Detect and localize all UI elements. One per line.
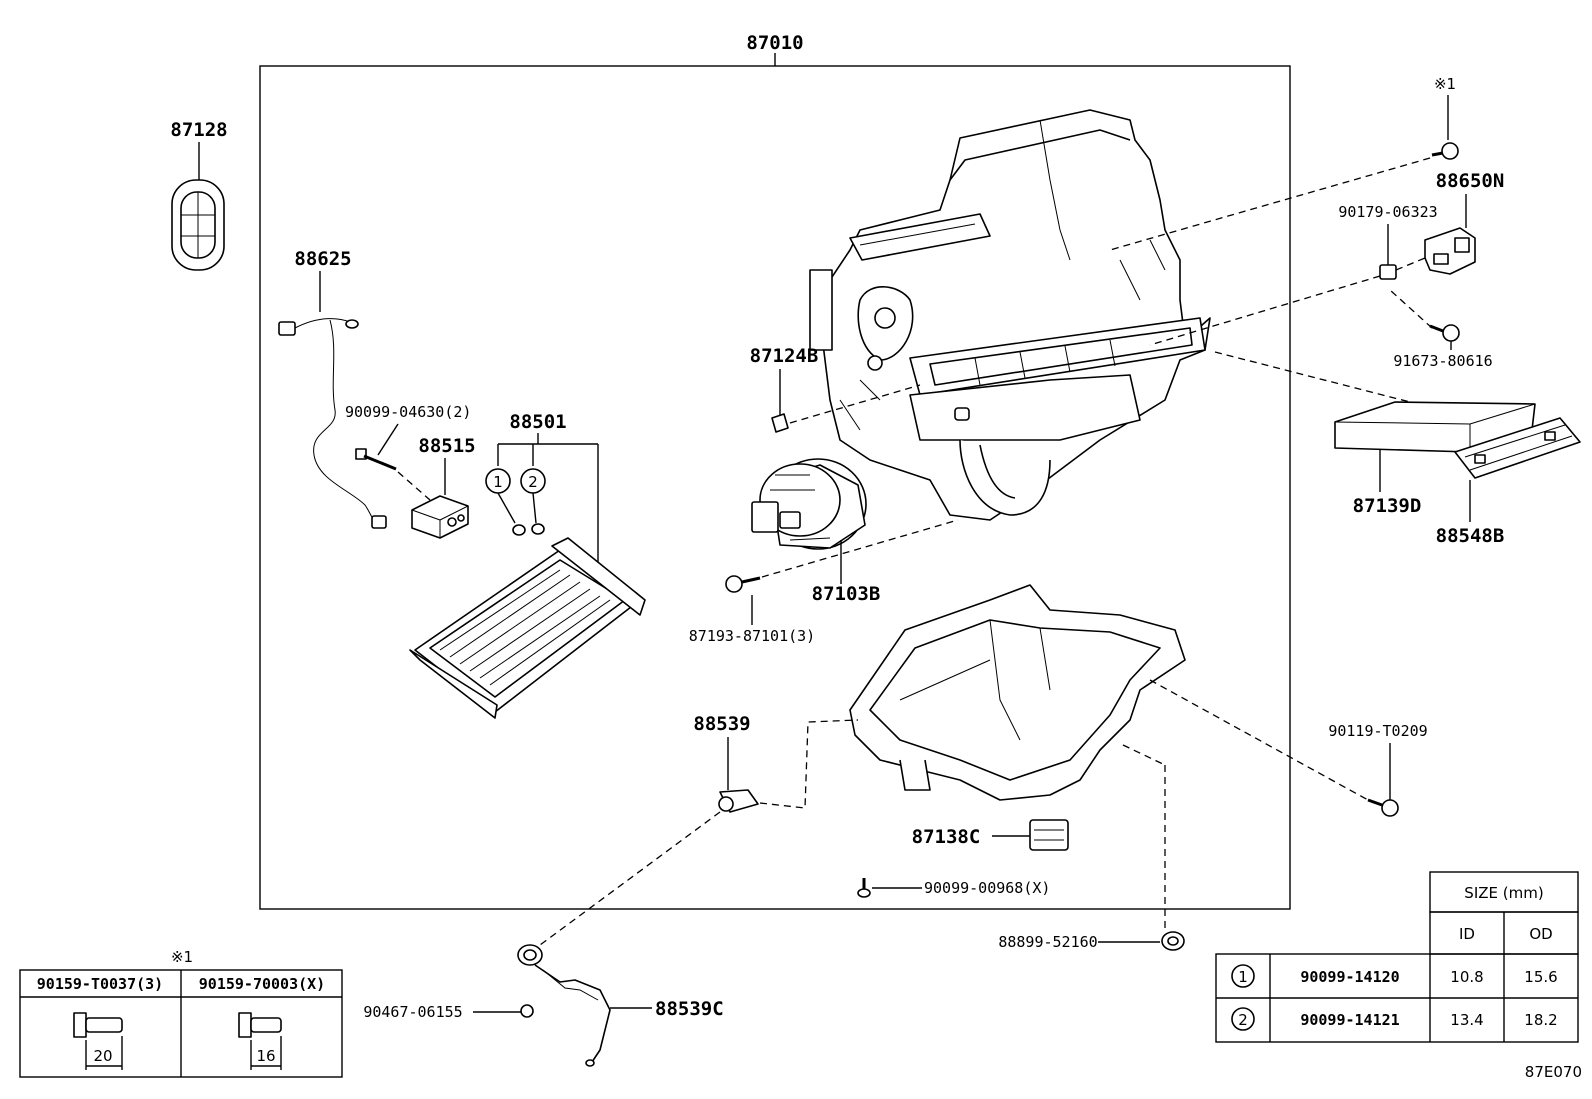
connector-87138c bbox=[1029, 819, 1069, 851]
row2-num: 2 bbox=[1238, 1011, 1248, 1029]
grommet-88899 bbox=[1161, 931, 1185, 951]
drain-part-88539 bbox=[718, 789, 759, 813]
label-91673-80616[interactable]: 91673-80616 bbox=[1393, 352, 1492, 370]
label-90119-t0209[interactable]: 90119-T0209 bbox=[1328, 722, 1427, 740]
wire-harness-88625 bbox=[278, 318, 387, 529]
size-table bbox=[1215, 871, 1579, 1043]
clamp-90467 bbox=[520, 1004, 534, 1018]
screw-90119 bbox=[1367, 798, 1399, 817]
size-table-header: SIZE (mm) bbox=[1464, 884, 1543, 902]
screw-87193 bbox=[725, 575, 761, 593]
label-87193[interactable]: 87193-87101(3) bbox=[689, 627, 815, 645]
nut-90179 bbox=[1379, 264, 1397, 280]
lower-case bbox=[849, 584, 1186, 801]
label-90099-04630[interactable]: 90099-04630(2) bbox=[345, 403, 471, 421]
label-90467-06155[interactable]: 90467-06155 bbox=[363, 1003, 462, 1021]
label-88650n[interactable]: 88650N bbox=[1436, 170, 1505, 192]
label-88899-52160[interactable]: 88899-52160 bbox=[998, 933, 1097, 951]
screw-91673 bbox=[1429, 324, 1460, 342]
label-88515[interactable]: 88515 bbox=[418, 435, 475, 457]
bolt-col1-part[interactable]: 90159-T0037(3) bbox=[37, 975, 163, 993]
row1-part[interactable]: 90099-14120 bbox=[1300, 968, 1399, 986]
label-90099-00968[interactable]: 90099-00968(X) bbox=[924, 879, 1050, 897]
row2-od: 18.2 bbox=[1524, 1011, 1557, 1029]
row1-od: 15.6 bbox=[1524, 968, 1557, 986]
screw-asterisk-1 bbox=[1431, 142, 1459, 160]
size-table-id-label: ID bbox=[1459, 925, 1475, 943]
label-87128[interactable]: 87128 bbox=[170, 119, 227, 141]
bolt-length-1: 20 bbox=[93, 1047, 112, 1065]
label-87010[interactable]: 87010 bbox=[746, 32, 803, 54]
filter-cover-88548b bbox=[1454, 417, 1581, 479]
o-ring-2 bbox=[531, 523, 545, 535]
label-88501[interactable]: 88501 bbox=[509, 411, 566, 433]
bolt-drawing-2 bbox=[238, 1012, 282, 1070]
label-87138c[interactable]: 87138C bbox=[912, 826, 981, 848]
row2-circle bbox=[1231, 1007, 1255, 1031]
bolt-drawing-1 bbox=[73, 1012, 123, 1070]
circle-2-number: 2 bbox=[528, 473, 538, 491]
clip-87124b bbox=[771, 413, 789, 433]
bolt-col2-part[interactable]: 90159-70003(X) bbox=[199, 975, 325, 993]
label-87124b[interactable]: 87124B bbox=[750, 345, 819, 367]
screw-90099-04630 bbox=[355, 448, 397, 471]
row2-part[interactable]: 90099-14121 bbox=[1300, 1011, 1399, 1029]
drain-hose-88539c bbox=[517, 944, 611, 1067]
label-87103b[interactable]: 87103B bbox=[812, 583, 881, 605]
amplifier-88650n bbox=[1424, 227, 1476, 275]
bolt-table-note: ※1 bbox=[171, 948, 193, 966]
circle-1-number: 1 bbox=[493, 473, 503, 491]
label-88539[interactable]: 88539 bbox=[693, 713, 750, 735]
label-87139d[interactable]: 87139D bbox=[1353, 495, 1422, 517]
hvac-unit-case bbox=[809, 109, 1211, 521]
grommet-87128 bbox=[171, 179, 225, 271]
blower-motor-87103b bbox=[751, 458, 867, 550]
heater-core-88501 bbox=[409, 537, 646, 719]
expansion-block-88515 bbox=[411, 495, 469, 539]
row2-id: 13.4 bbox=[1450, 1011, 1483, 1029]
size-table-od-label: OD bbox=[1529, 925, 1552, 943]
diagram-code: 87E070 bbox=[1525, 1063, 1582, 1081]
asterisk-note-top: ※1 bbox=[1434, 75, 1456, 93]
screw-90099-00968 bbox=[857, 878, 871, 898]
label-88548b[interactable]: 88548B bbox=[1436, 525, 1505, 547]
label-90179-06323[interactable]: 90179-06323 bbox=[1338, 203, 1437, 221]
label-88625[interactable]: 88625 bbox=[294, 248, 351, 270]
bolt-length-2: 16 bbox=[256, 1047, 275, 1065]
row1-num: 1 bbox=[1238, 968, 1248, 986]
row1-circle bbox=[1231, 964, 1255, 988]
row1-id: 10.8 bbox=[1450, 968, 1483, 986]
o-ring-1 bbox=[512, 524, 526, 536]
bolt-table bbox=[19, 969, 343, 1078]
label-88539c[interactable]: 88539C bbox=[655, 998, 724, 1020]
